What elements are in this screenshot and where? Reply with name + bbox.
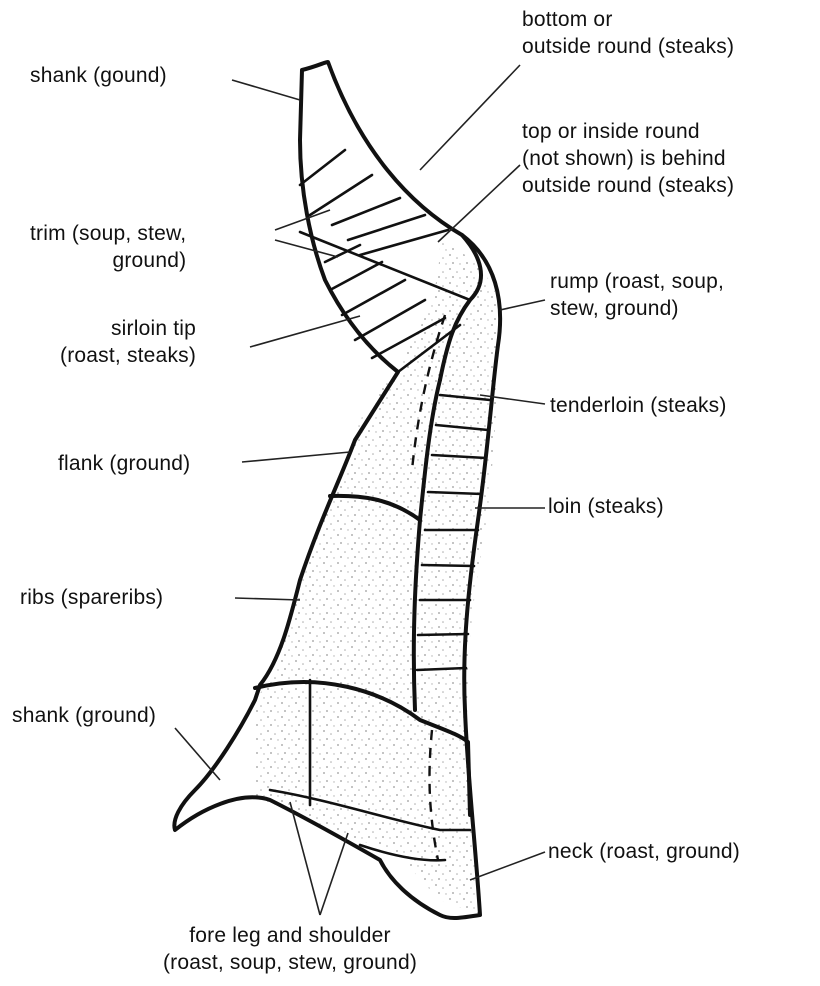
label-rump: rump (roast, soup, stew, ground) [550, 268, 724, 322]
label-shank-fore: shank (ground) [12, 702, 156, 729]
label-sirloin-tip: sirloin tip (roast, steaks) [60, 315, 196, 369]
label-flank: flank (ground) [58, 450, 190, 477]
label-loin: loin (steaks) [548, 493, 664, 520]
label-tenderloin: tenderloin (steaks) [550, 392, 727, 419]
label-fore-leg: fore leg and shoulder (roast, soup, stew… [80, 922, 500, 976]
label-shank-hind: shank (gound) [30, 62, 167, 89]
label-ribs: ribs (spareribs) [20, 584, 163, 611]
label-trim: trim (soup, stew, ground) [30, 220, 186, 274]
label-top-round: top or inside round (not shown) is behin… [522, 118, 734, 199]
label-neck: neck (roast, ground) [548, 838, 740, 865]
label-bottom-round: bottom or outside round (steaks) [522, 6, 734, 60]
